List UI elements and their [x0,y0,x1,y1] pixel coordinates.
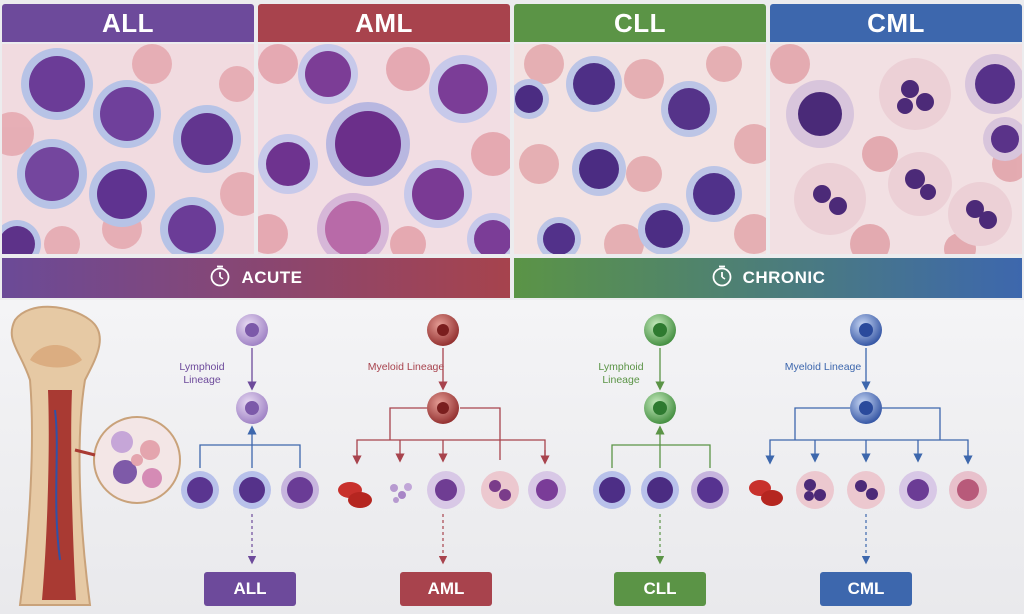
header-aml-label: AML [355,7,413,38]
tree-cml [749,314,987,565]
micrograph-aml [258,44,510,254]
lineage-label-cll: Lymphoid Lineage [598,361,644,386]
lineage-diagram [10,305,987,606]
lineage-label-aml: Myeloid Lineage [367,361,445,373]
result-cll: CLL [614,572,706,606]
tree-cll [593,314,729,565]
micrograph-all [2,44,254,254]
micrograph-cll [514,44,766,254]
header-cll: CLL [514,4,766,42]
lineage-label-all: Lymphoid Lineage [179,361,225,386]
header-aml: AML [258,4,510,42]
band-acute-label: ACUTE [241,268,303,287]
lineage-label-cml: Myeloid Lineage [784,361,862,373]
band-chronic-label: CHRONIC [742,268,826,287]
header-cml: CML [770,4,1022,42]
result-cml: CML [820,572,912,606]
result-all: ALL [204,572,296,606]
header-cll-label: CLL [613,7,667,38]
tree-all [181,314,319,565]
micrograph-cml [770,44,1022,254]
header-cml-label: CML [867,7,925,38]
bone-illustration [10,305,181,606]
result-aml: AML [400,572,492,606]
stopwatch-icon [209,265,231,292]
header-all: ALL [2,4,254,42]
tree-aml [338,314,566,565]
band-acute: ACUTE [2,258,510,298]
band-chronic: CHRONIC [514,258,1022,298]
stopwatch-icon [711,265,733,292]
header-all-label: ALL [101,7,155,38]
